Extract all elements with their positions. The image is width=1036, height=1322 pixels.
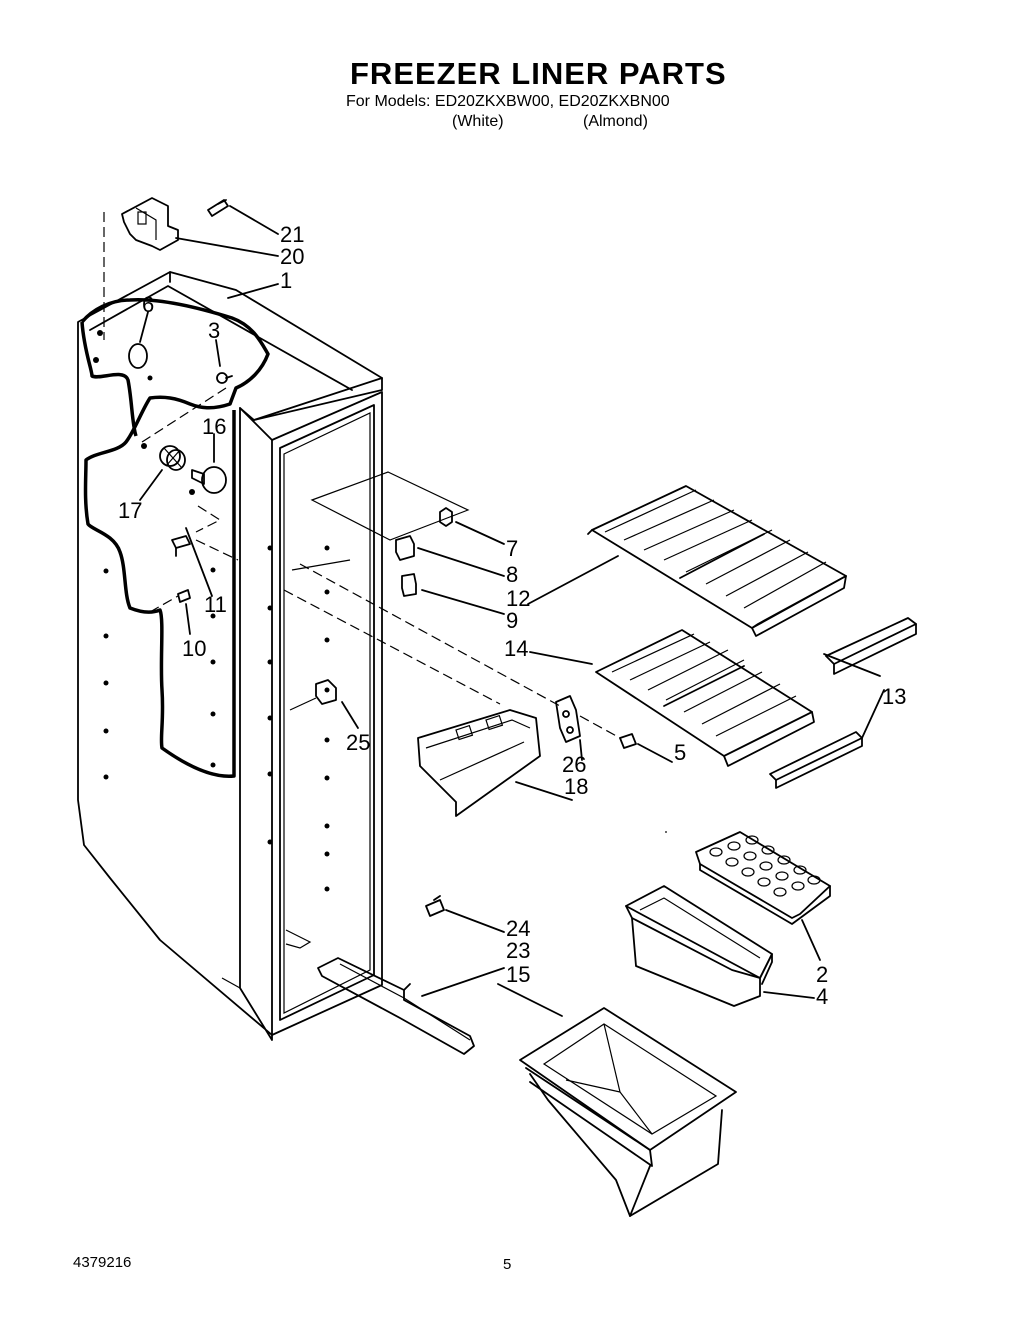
callout-8: 8 (506, 562, 518, 587)
shelf-trim-lower (769, 731, 863, 789)
callout-20: 20 (280, 244, 304, 269)
callout-26: 26 (562, 752, 586, 777)
leader-lines (139, 205, 885, 1017)
callout-14: 14 (504, 636, 528, 661)
callout-3: 3 (208, 318, 220, 343)
page-title: FREEZER LINER PARTS (350, 56, 727, 91)
page-number: 5 (503, 1256, 512, 1273)
shelf-support-7 (439, 507, 453, 527)
callout-11: 11 (204, 592, 227, 617)
variant-white: (White) (452, 113, 504, 130)
wire-shelf-lower (595, 629, 815, 767)
callout-1: 1 (280, 268, 292, 293)
switch-25 (289, 679, 337, 711)
wire-shelf-upper (587, 485, 847, 637)
callout-9: 9 (506, 608, 518, 633)
callout-23: 23 (506, 938, 530, 963)
callout-17: 17 (118, 498, 142, 523)
callout-15: 15 (506, 962, 530, 987)
callout-12: 12 (506, 586, 530, 611)
light-socket (141, 443, 186, 471)
callout-2: 2 (816, 962, 828, 987)
callout-13: 13 (882, 684, 906, 709)
callout-21: 21 (280, 222, 304, 247)
callout-labels: 21 20 1 6 3 16 17 7 8 12 9 11 10 14 13 2… (118, 222, 906, 1009)
callout-16: 16 (202, 414, 226, 439)
callout-4: 4 (816, 984, 828, 1009)
screw-21 (207, 199, 229, 217)
shelf-trim-upper (825, 617, 917, 675)
document-number: 4379216 (73, 1254, 132, 1271)
ice-bin-4 (625, 885, 773, 1007)
variant-almond: (Almond) (583, 113, 648, 130)
ice-tray (695, 831, 831, 925)
callout-18: 18 (564, 774, 588, 799)
grommet (128, 343, 148, 369)
storage-bucket (519, 1007, 737, 1217)
switch-10 (177, 589, 191, 603)
light-bracket (121, 197, 179, 251)
callout-24: 24 (506, 916, 530, 941)
screw-5 (619, 733, 637, 749)
freezer-liner (77, 271, 470, 1041)
callout-5: 5 (674, 740, 686, 765)
clip-3 (216, 372, 233, 384)
callout-6: 6 (142, 292, 154, 317)
bracket-26 (555, 695, 581, 743)
callout-25: 25 (346, 730, 370, 755)
callout-10: 10 (182, 636, 206, 661)
frame-holes (267, 545, 330, 892)
shelf-support-8 (395, 535, 415, 561)
light-bulb (189, 466, 227, 495)
callout-7: 7 (506, 536, 518, 561)
screw-24 (425, 895, 445, 917)
cover-18 (417, 709, 541, 817)
switch-11 (171, 535, 191, 557)
shelf-support-9 (401, 573, 417, 597)
wall-holes (93, 330, 216, 780)
bin-rail (317, 957, 475, 1055)
models-line: For Models: ED20ZKXBW00, ED20ZKXBN00 (346, 93, 670, 110)
